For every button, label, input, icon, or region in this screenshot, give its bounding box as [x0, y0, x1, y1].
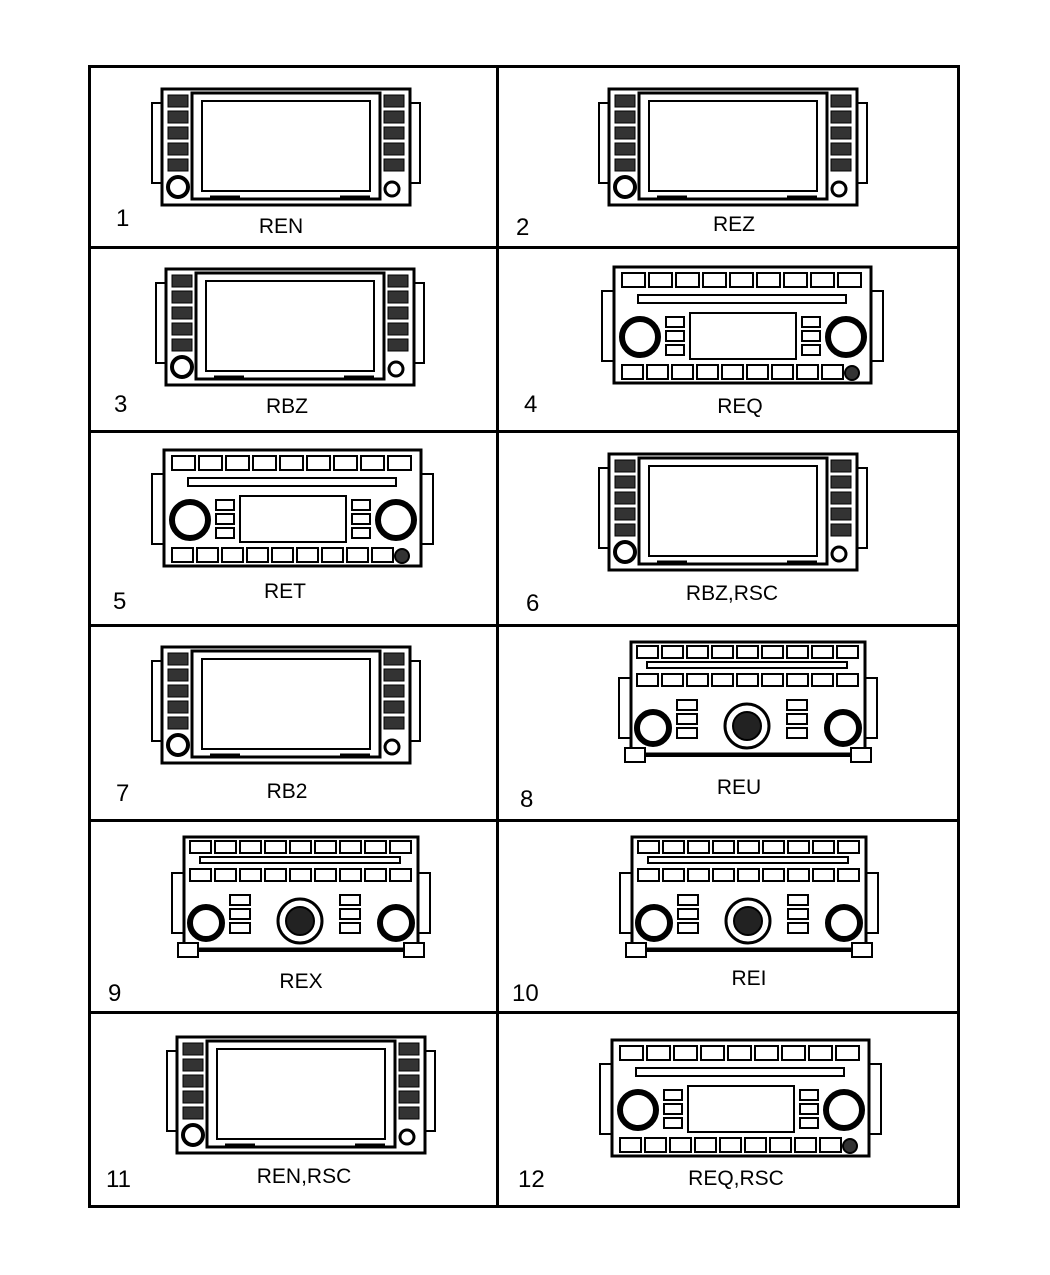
radio-illustration — [598, 87, 868, 207]
radio-code: REX — [279, 970, 323, 993]
item-number: 3 — [114, 391, 128, 418]
radio-illustration — [155, 267, 425, 387]
radio-illustration — [151, 645, 421, 765]
item-number: 9 — [108, 980, 122, 1007]
radio-code: REQ — [717, 395, 763, 418]
radio-illustration — [598, 452, 868, 572]
parts-grid — [88, 65, 960, 1208]
radio-code: REQ,RSC — [688, 1167, 784, 1190]
item-number: 2 — [516, 214, 530, 241]
radio-illustration — [151, 87, 421, 207]
item-number: 4 — [524, 391, 538, 418]
grid-divider-row-4 — [88, 819, 960, 822]
item-number: 10 — [512, 980, 539, 1007]
grid-divider-row-5 — [88, 1011, 960, 1014]
item-number: 11 — [106, 1166, 131, 1193]
item-number: 1 — [116, 205, 130, 232]
grid-divider-row-3 — [88, 624, 960, 627]
radio-illustration — [618, 640, 878, 763]
item-number: 12 — [518, 1166, 545, 1193]
item-number: 8 — [520, 786, 534, 813]
radio-illustration — [166, 1035, 436, 1155]
radio-code: REZ — [713, 213, 755, 236]
item-number: 6 — [526, 590, 540, 617]
radio-illustration — [151, 448, 434, 568]
radio-code: REU — [716, 776, 762, 799]
radio-code: RBZ,RSC — [685, 582, 779, 605]
radio-illustration — [599, 1038, 882, 1158]
grid-divider-row-1 — [88, 246, 960, 249]
item-number: 5 — [113, 588, 127, 615]
radio-code: RB2 — [266, 780, 308, 803]
radio-code: REI — [731, 967, 767, 990]
radio-code: RET — [264, 580, 306, 603]
radio-code: RBZ — [266, 395, 308, 418]
item-number: 7 — [116, 780, 130, 807]
radio-illustration — [171, 835, 431, 958]
grid-divider-row-2 — [88, 430, 960, 433]
grid-divider-vertical — [496, 65, 499, 1208]
radio-code: REN — [258, 215, 304, 238]
radio-illustration — [619, 835, 879, 958]
radio-illustration — [601, 265, 884, 385]
radio-code: REN,RSC — [256, 1165, 352, 1188]
